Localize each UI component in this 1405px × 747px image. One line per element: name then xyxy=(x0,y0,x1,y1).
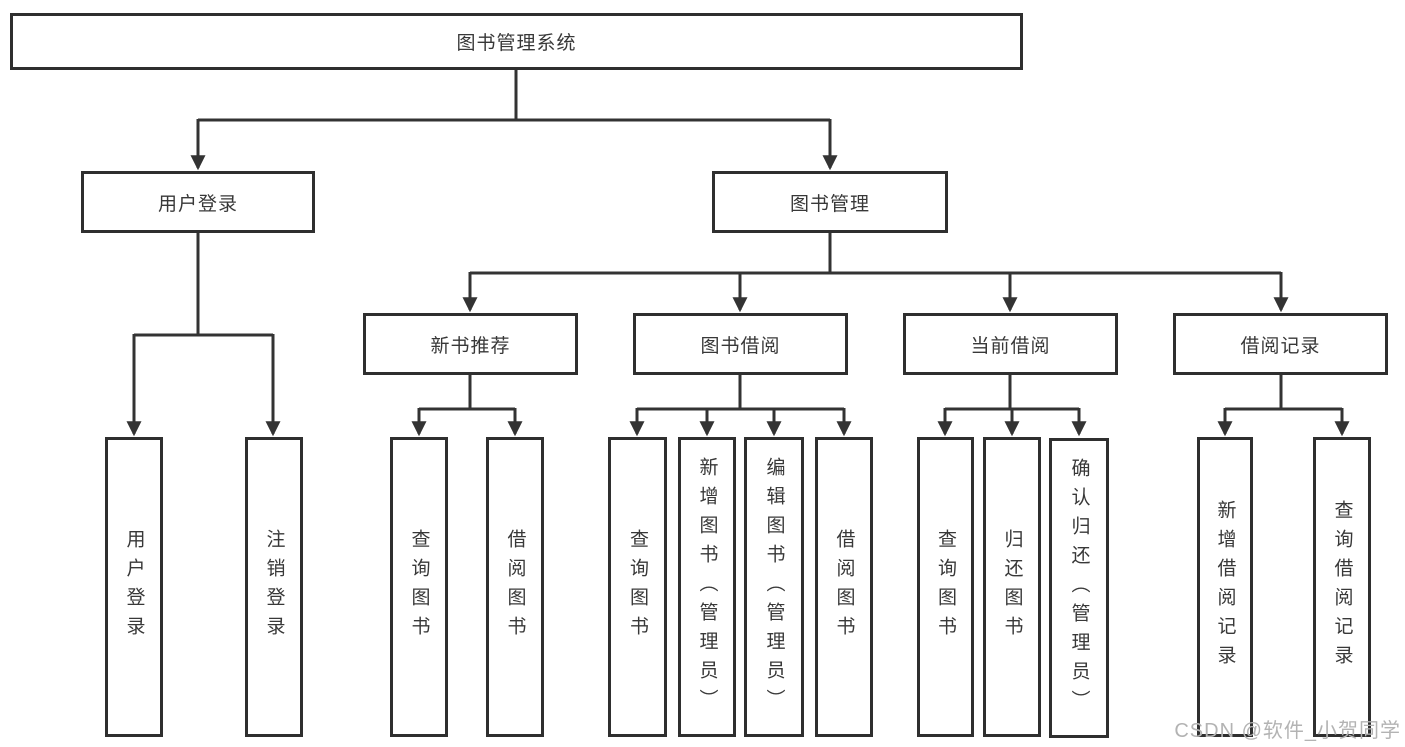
node-new-book-recommend: 新书推荐 xyxy=(363,313,578,375)
node-root: 图书管理系统 xyxy=(10,13,1023,70)
node-label: 借阅记录 xyxy=(1240,335,1321,357)
node-label: 新书推荐 xyxy=(430,335,511,357)
node-label: 确认归还（管理员） xyxy=(1068,457,1090,719)
leaf-add-books-admin: 新增图书（管理员） xyxy=(678,437,736,737)
node-label: 借阅图书 xyxy=(833,529,855,645)
node-label: 新增图书（管理员） xyxy=(696,456,718,718)
leaf-edit-books-admin: 编辑图书（管理员） xyxy=(744,437,804,737)
node-label: 新增借阅记录 xyxy=(1214,500,1236,674)
leaf-add-borrow-record: 新增借阅记录 xyxy=(1197,437,1253,737)
node-book-management: 图书管理 xyxy=(712,171,948,233)
node-label: 查询借阅记录 xyxy=(1331,500,1353,674)
node-label: 当前借阅 xyxy=(970,335,1051,357)
leaf-return-books: 归还图书 xyxy=(983,437,1041,737)
node-label: 查询图书 xyxy=(408,529,430,645)
node-label: 借阅图书 xyxy=(504,529,526,645)
node-book-borrow: 图书借阅 xyxy=(633,313,848,375)
node-label: 查询图书 xyxy=(935,529,956,645)
node-label: 图书管理 xyxy=(789,193,870,215)
leaf-logout: 注销登录 xyxy=(245,437,303,737)
node-label: 用户登录 xyxy=(157,193,238,215)
leaf-user-login: 用户登录 xyxy=(105,437,163,737)
node-label: 注销登录 xyxy=(263,529,285,645)
leaf-query-books-current: 查询图书 xyxy=(917,437,974,737)
node-label: 查询图书 xyxy=(627,529,648,645)
node-label: 编辑图书（管理员） xyxy=(763,456,785,718)
leaf-confirm-return-admin: 确认归还（管理员） xyxy=(1049,438,1109,738)
node-label: 图书管理系统 xyxy=(456,33,577,54)
node-label: 图书借阅 xyxy=(700,335,781,357)
leaf-borrow-books-recommend: 借阅图书 xyxy=(486,437,544,737)
leaf-query-books-borrow: 查询图书 xyxy=(608,437,667,737)
node-label: 用户登录 xyxy=(123,529,145,645)
csdn-watermark: CSDN @软件_小贺同学 xyxy=(1174,720,1401,742)
leaf-query-borrow-record: 查询借阅记录 xyxy=(1313,437,1371,737)
node-label: 归还图书 xyxy=(1001,529,1023,645)
node-current-borrow: 当前借阅 xyxy=(903,313,1118,375)
leaf-query-books-recommend: 查询图书 xyxy=(390,437,448,737)
node-user-login: 用户登录 xyxy=(81,171,315,233)
leaf-borrow-books: 借阅图书 xyxy=(815,437,873,737)
node-borrow-records: 借阅记录 xyxy=(1173,313,1388,375)
